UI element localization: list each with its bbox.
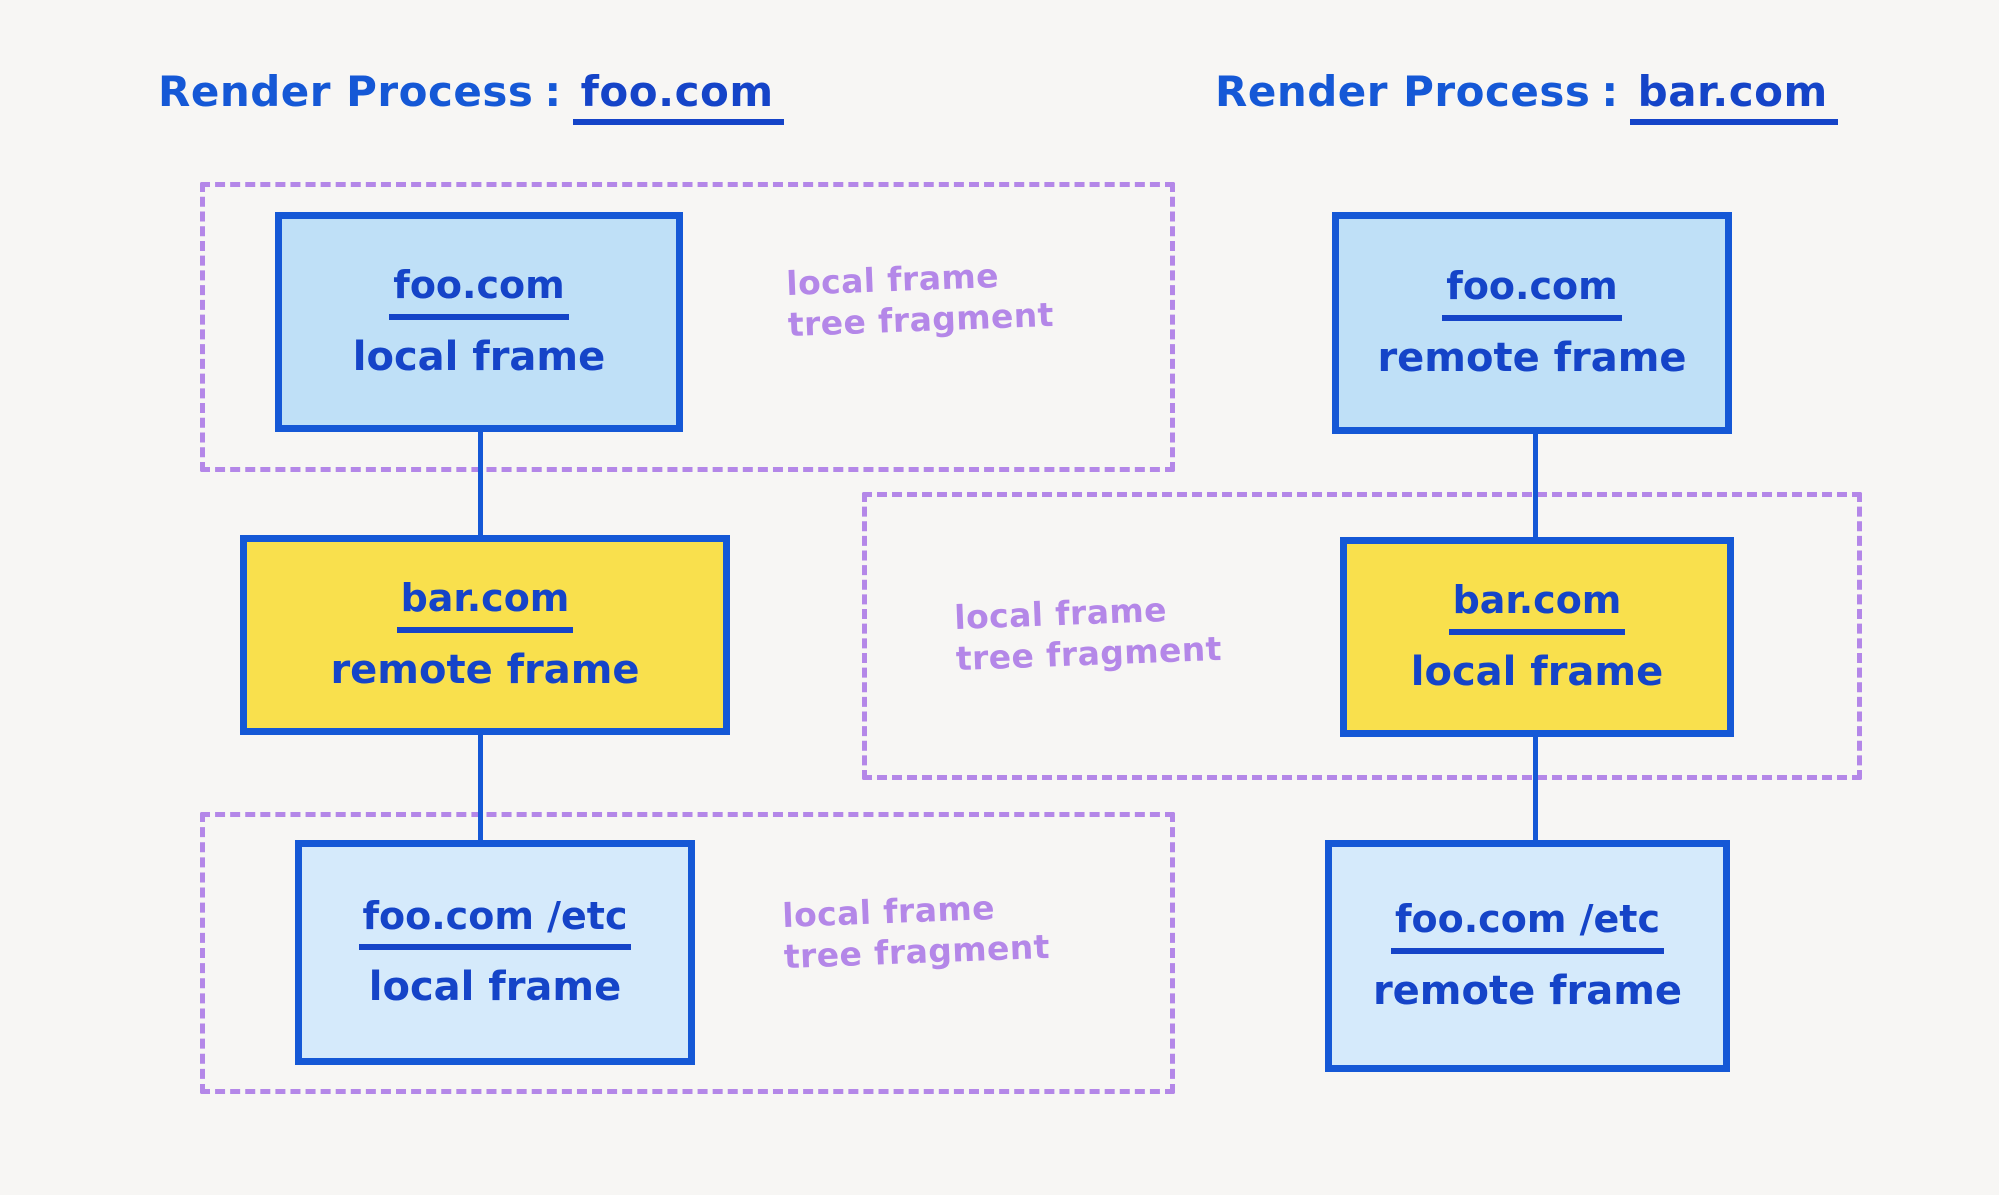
frame-domain: foo.com /etc	[358, 896, 632, 951]
frame-box-right-fooetc-remote[interactable]: foo.com /etc remote frame	[1325, 840, 1730, 1072]
render-process-label-left: Render Process	[158, 67, 534, 116]
fragment-region-middle	[862, 492, 1862, 780]
header-colon-right: :	[1601, 67, 1619, 116]
frame-box-left-foo-local[interactable]: foo.com local frame	[275, 212, 683, 432]
render-process-header-right: Render Process : bar.com	[1215, 60, 1848, 127]
frame-domain: foo.com /etc	[1391, 899, 1664, 954]
fragment-region-left-bottom	[200, 812, 1175, 1094]
frame-box-right-foo-remote[interactable]: foo.com remote frame	[1332, 212, 1732, 434]
frame-box-right-bar-local[interactable]: bar.com local frame	[1340, 537, 1734, 737]
frame-kind: local frame	[368, 964, 622, 1011]
connector-left-2	[478, 733, 483, 843]
header-domain-left: foo.com	[568, 60, 794, 127]
connector-right-2	[1533, 735, 1538, 843]
frame-kind: local frame	[1410, 648, 1664, 695]
render-process-label-right: Render Process	[1215, 67, 1591, 116]
fragment-region-left-top	[200, 182, 1175, 472]
render-process-header-left: Render Process : foo.com	[158, 60, 794, 127]
fragment-label-line1: local frame	[953, 589, 1168, 638]
frame-domain: foo.com	[389, 265, 569, 320]
header-colon-left: :	[544, 67, 562, 116]
frame-kind: remote frame	[1377, 334, 1687, 381]
header-domain-right: bar.com	[1625, 60, 1848, 127]
fragment-label-line1: local frame	[785, 255, 1000, 304]
connector-left-1	[478, 425, 483, 535]
frame-kind: local frame	[352, 333, 606, 380]
frame-domain: bar.com	[1448, 580, 1626, 635]
frame-kind: remote frame	[330, 646, 640, 693]
frame-box-left-fooetc-local[interactable]: foo.com /etc local frame	[295, 840, 695, 1065]
frame-domain: foo.com	[1442, 266, 1622, 321]
frame-box-left-bar-remote[interactable]: bar.com remote frame	[240, 535, 730, 735]
frame-domain: bar.com	[396, 578, 574, 633]
connector-right-1	[1533, 432, 1538, 537]
fragment-label-line1: local frame	[781, 887, 996, 936]
frame-kind: remote frame	[1372, 967, 1683, 1014]
